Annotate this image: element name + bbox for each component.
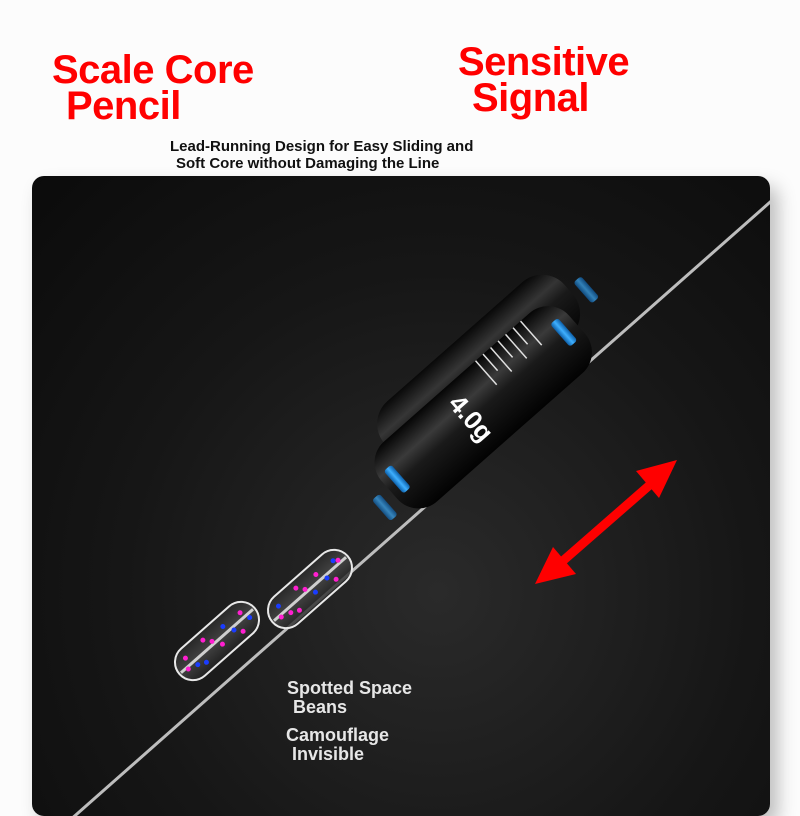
double-headed-arrow-icon (535, 460, 677, 584)
caption2-line1: Camouflage (286, 725, 390, 745)
subtitle-line1: Lead-Running Design for Easy Sliding and (170, 138, 474, 155)
space-bean-upper (266, 548, 354, 630)
caption2-line2: Invisible (292, 744, 365, 764)
space-bean-lower (173, 600, 261, 682)
headline-right-line2: Signal (472, 76, 590, 120)
caption1-line1: Spotted Space (287, 678, 413, 698)
headline-scale-core-pencil: Scale Core Pencil (52, 48, 254, 128)
caption1-line2: Beans (293, 697, 348, 717)
product-image-panel: 4.0g Spotted Space Beans Camouflage Invi… (32, 176, 770, 816)
fishing-line (72, 200, 770, 816)
subtitle-line2: Soft Core without Damaging the Line (176, 155, 440, 172)
headline-left-line1: Scale Core (52, 48, 254, 92)
headline-right-line1: Sensitive (458, 40, 630, 84)
scale-core-sinker: 4.0g (373, 274, 599, 520)
feature-subtitle: Lead-Running Design for Easy Sliding and… (170, 138, 473, 172)
headline-left-line2: Pencil (66, 84, 181, 128)
caption-spotted-space-beans: Spotted Space Beans (287, 679, 412, 717)
product-illustration: 4.0g (72, 200, 770, 816)
caption-camouflage-invisible: Camouflage Invisible (286, 726, 389, 764)
headline-sensitive-signal: Sensitive Signal (458, 40, 630, 120)
